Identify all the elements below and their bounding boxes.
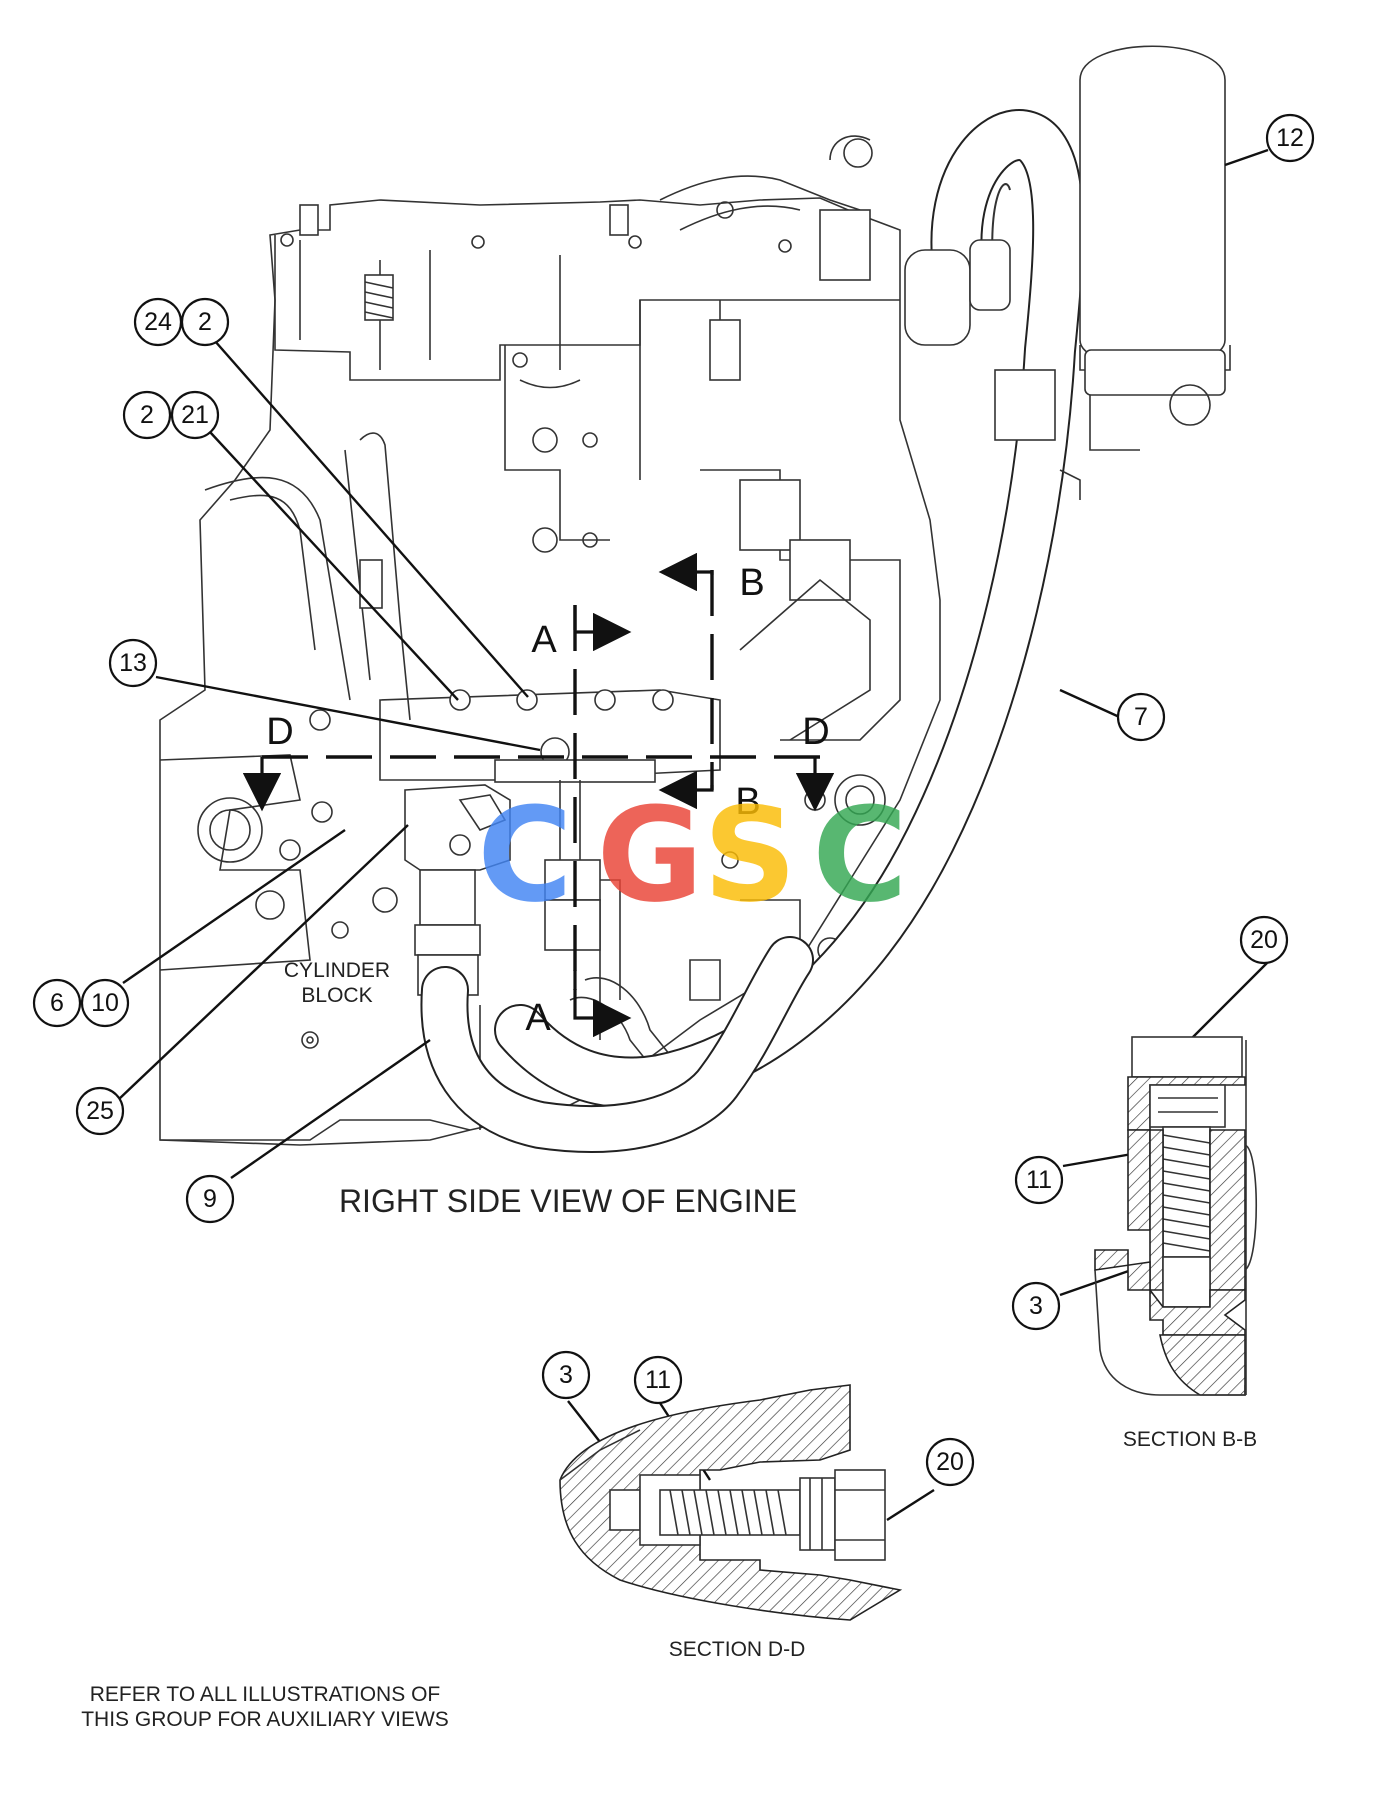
refer-note-line2: THIS GROUP FOR AUXILIARY VIEWS xyxy=(81,1708,449,1731)
section-marker-a-bottom: A xyxy=(525,997,551,1039)
callout-7: 7 xyxy=(1116,692,1166,742)
section-bb-drawing xyxy=(1094,1036,1258,1396)
section-bb-caption: SECTION B-B xyxy=(1123,1428,1257,1451)
callout-2: 2 xyxy=(122,390,172,440)
view-title: RIGHT SIDE VIEW OF ENGINE xyxy=(339,1183,797,1219)
callout-2: 2 xyxy=(180,297,230,347)
callout-9: 9 xyxy=(185,1174,235,1224)
callout-20: 20 xyxy=(925,1437,975,1487)
svg-text:9: 9 xyxy=(203,1185,217,1213)
callout-21: 21 xyxy=(170,390,220,440)
spring-top xyxy=(364,274,394,321)
svg-text:6: 6 xyxy=(50,989,64,1017)
svg-text:11: 11 xyxy=(1026,1166,1052,1194)
cylinder-block-label-line2: BLOCK xyxy=(301,984,372,1007)
section-marker-b-top: B xyxy=(739,562,764,604)
callout-25: 25 xyxy=(75,1086,125,1136)
fuel-hose-9 xyxy=(420,936,814,1153)
svg-text:12: 12 xyxy=(1276,124,1304,152)
watermark-letter-g: G xyxy=(597,779,704,931)
section-dd-drawing xyxy=(559,1384,903,1621)
section-line-d xyxy=(242,755,835,812)
svg-text:20: 20 xyxy=(936,1448,964,1476)
section-line-a xyxy=(573,605,625,1038)
section-line-b xyxy=(658,552,714,810)
fuel-filter-canister xyxy=(1059,45,1231,500)
fuel-hose-loop xyxy=(494,109,1085,1109)
callout-13: 13 xyxy=(108,638,158,688)
svg-text:3: 3 xyxy=(559,1361,573,1389)
svg-text:10: 10 xyxy=(91,989,119,1017)
svg-text:13: 13 xyxy=(119,649,147,677)
watermark-letter-c1: C xyxy=(477,779,572,931)
section-marker-d-right: D xyxy=(802,711,829,753)
svg-text:24: 24 xyxy=(144,308,172,336)
callout-11: 11 xyxy=(1014,1155,1064,1205)
svg-text:2: 2 xyxy=(198,308,212,336)
svg-text:3: 3 xyxy=(1029,1292,1043,1320)
svg-text:11: 11 xyxy=(645,1366,671,1394)
svg-text:21: 21 xyxy=(181,401,209,429)
callout-3: 3 xyxy=(1011,1281,1061,1331)
callout-11: 11 xyxy=(633,1355,683,1405)
watermark-letter-c2: C xyxy=(812,779,907,931)
svg-text:25: 25 xyxy=(86,1097,114,1125)
svg-text:2: 2 xyxy=(140,401,154,429)
svg-text:20: 20 xyxy=(1250,926,1278,954)
section-marker-d-left: D xyxy=(266,711,293,753)
section-marker-a-top: A xyxy=(531,619,557,661)
section-dd-caption: SECTION D-D xyxy=(669,1638,806,1661)
section-marker-b-bottom: B xyxy=(735,781,760,823)
cylinder-block-label-line1: CYLINDER xyxy=(284,959,390,982)
callout-6: 6 xyxy=(32,978,82,1028)
callout-24: 24 xyxy=(133,297,183,347)
refer-note-line1: REFER TO ALL ILLUSTRATIONS OF xyxy=(90,1683,440,1706)
watermark-logo: C G S C xyxy=(477,779,907,931)
callout-10: 10 xyxy=(80,978,130,1028)
callout-12: 12 xyxy=(1265,113,1315,163)
callout-20: 20 xyxy=(1239,915,1289,965)
callout-3: 3 xyxy=(541,1350,591,1400)
svg-text:7: 7 xyxy=(1134,703,1148,731)
watermark-letter-s: S xyxy=(703,779,797,931)
